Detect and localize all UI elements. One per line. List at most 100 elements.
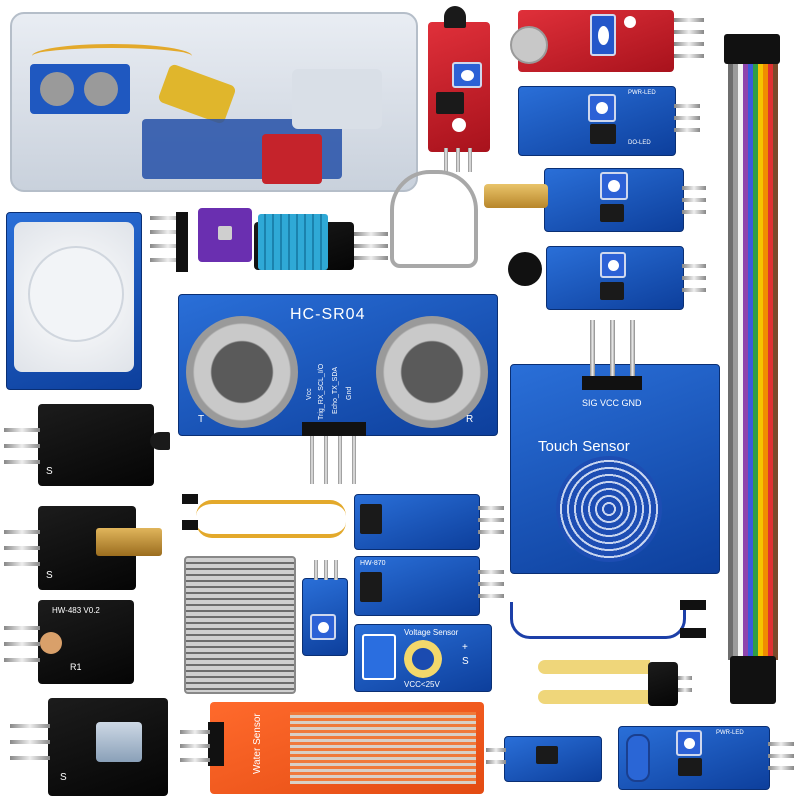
header-pin (334, 560, 338, 580)
blue-jumper (510, 602, 686, 639)
ir-receiver (508, 252, 542, 286)
header-pin (682, 288, 706, 292)
comparator-chip (590, 124, 616, 144)
laser-head (96, 528, 162, 556)
terminal-ring (404, 640, 442, 678)
header-pin (4, 658, 40, 662)
header-pin (180, 730, 210, 734)
header-pin (478, 594, 504, 598)
loose-header (150, 244, 186, 248)
voltage-pin-s: S (462, 656, 469, 667)
ribbon-wire (773, 60, 778, 660)
pir-lens (28, 246, 124, 342)
header-pin (486, 760, 506, 764)
header-pin (456, 148, 460, 172)
header-pin (678, 688, 692, 692)
loose-header (150, 230, 186, 234)
sensor-chip (218, 226, 232, 240)
ribbon-wire (758, 60, 763, 660)
touch-pad (556, 456, 662, 562)
photoresistor (40, 632, 62, 654)
ir-pair (360, 504, 382, 534)
soil-probe-lower (538, 690, 650, 704)
ky-temperature-module (38, 404, 154, 486)
potentiometer (600, 172, 628, 200)
header-pin (478, 530, 504, 534)
voltage-pin-plus: + (462, 642, 468, 653)
ribbon-wire (748, 60, 753, 660)
yellow-jumper (196, 500, 346, 538)
header-pin (682, 264, 706, 268)
header-pin (674, 42, 704, 46)
header-pin (4, 444, 40, 448)
tilt-switch-cylinder (484, 184, 548, 208)
transistor (444, 6, 466, 28)
header-pin (630, 320, 635, 380)
hc-sr04-pin-vcc: Vcc (306, 388, 313, 400)
header-pin (674, 18, 704, 22)
pwr-led-label: PWR-LED (628, 90, 656, 96)
potentiometer (590, 14, 616, 56)
header-pin (674, 104, 700, 108)
header-pin (678, 676, 692, 680)
header-pin (478, 506, 504, 510)
header-pin (338, 436, 342, 484)
ribbon-wire (733, 60, 738, 660)
header-pin (354, 232, 388, 236)
screw-terminal (362, 634, 396, 680)
voltage-sensor-label: Voltage Sensor (404, 628, 459, 637)
comparator-chip (536, 746, 558, 764)
boxed-transducer (40, 72, 74, 106)
header-pin (310, 436, 314, 484)
hw-483-label: HW-483 V0.2 (52, 606, 100, 615)
hc-sr04-pin-trig: Trig_RX_SCL_I/O (318, 363, 325, 420)
jumper-connector (680, 628, 706, 638)
header-pin (4, 460, 40, 464)
comparator-chip (600, 282, 624, 300)
hw-870-label: HW-870 (360, 560, 386, 567)
ribbon-wire (738, 60, 743, 660)
header-pin (352, 436, 356, 484)
soil-probe-upper (538, 660, 650, 674)
header-pin (10, 740, 50, 744)
header-pin (682, 186, 706, 190)
boxed-yellow-probe (157, 63, 237, 125)
hc-sr04-label: HC-SR04 (290, 306, 366, 323)
header-pin (314, 560, 318, 580)
dht11-sensor (258, 214, 328, 270)
s-mark: S (46, 570, 53, 581)
water-sensor-label: Water Sensor (252, 713, 263, 774)
boxed-transducer (84, 72, 118, 106)
header-pin (674, 116, 700, 120)
potentiometer (310, 614, 336, 640)
boxed-wires (32, 44, 192, 68)
header-pin (682, 198, 706, 202)
header-pin (478, 570, 504, 574)
water-sensor-header (208, 722, 224, 766)
touch-pin-labels: SIG VCC GND (582, 398, 642, 408)
hc-sr04-pin-gnd: Gnd (346, 386, 353, 400)
touch-header (582, 376, 642, 390)
ribbon-connector-bottom (730, 656, 776, 704)
ribbon-connector-top (724, 34, 780, 64)
hc-sr04-t-mark: T (198, 414, 205, 425)
mount-hole (624, 16, 636, 28)
header-pin (324, 436, 328, 484)
ir-pair (360, 572, 382, 602)
potentiometer (676, 730, 702, 756)
header-pin (674, 54, 704, 58)
receiver-transducer (376, 316, 488, 428)
potentiometer (588, 94, 616, 122)
header-pin (10, 724, 50, 728)
jumper-connector (680, 600, 706, 610)
s-mark: S (46, 466, 53, 477)
voltage-limit-label: VCC<25V (404, 680, 440, 689)
mount-hole (452, 118, 466, 132)
jumper-ribbon (728, 60, 778, 660)
header-pin (4, 562, 40, 566)
rain-sensor-plate (184, 556, 296, 694)
do-led-label: DO-LED (628, 140, 651, 146)
header-pin (682, 276, 706, 280)
vibration-spring (626, 734, 650, 782)
gray-jumper-loop (390, 170, 478, 268)
